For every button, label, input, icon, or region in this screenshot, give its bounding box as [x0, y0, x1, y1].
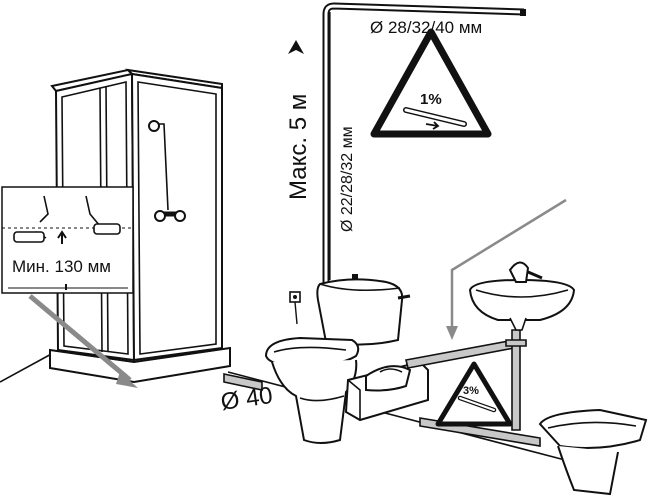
- top-pipe-diameter-label: Ø 28/32/40 мм: [370, 18, 482, 37]
- min-height-inset: Мин. 130 мм: [1, 186, 134, 294]
- pipe-pointer-arrow: [446, 198, 567, 340]
- discharge-pipe: [322, 2, 526, 284]
- min-height-label: Мин. 130 мм: [12, 257, 111, 276]
- max-height-arrow-icon: [288, 40, 304, 54]
- toilet-right: [538, 408, 648, 496]
- toilet-left: [264, 274, 411, 444]
- slope-top-label: 1%: [420, 91, 442, 108]
- wall-socket-icon: [289, 291, 301, 325]
- wash-basin: [468, 261, 576, 331]
- shower-mixer-icon: [148, 120, 186, 222]
- slope-bottom-label: 3%: [463, 385, 479, 397]
- slope-warning-triangle-top: 1%: [370, 28, 492, 138]
- max-height-label: Макс. 5 м: [285, 94, 312, 200]
- slope-warning-triangle-bottom: 3%: [435, 361, 513, 427]
- outlet-diameter-label: Ø 40: [219, 382, 274, 416]
- vertical-pipe-diameter-label: Ø 22/28/32 мм: [339, 126, 356, 232]
- sanitary-pump: [344, 360, 429, 422]
- inset-pointer-arrow: [28, 294, 138, 388]
